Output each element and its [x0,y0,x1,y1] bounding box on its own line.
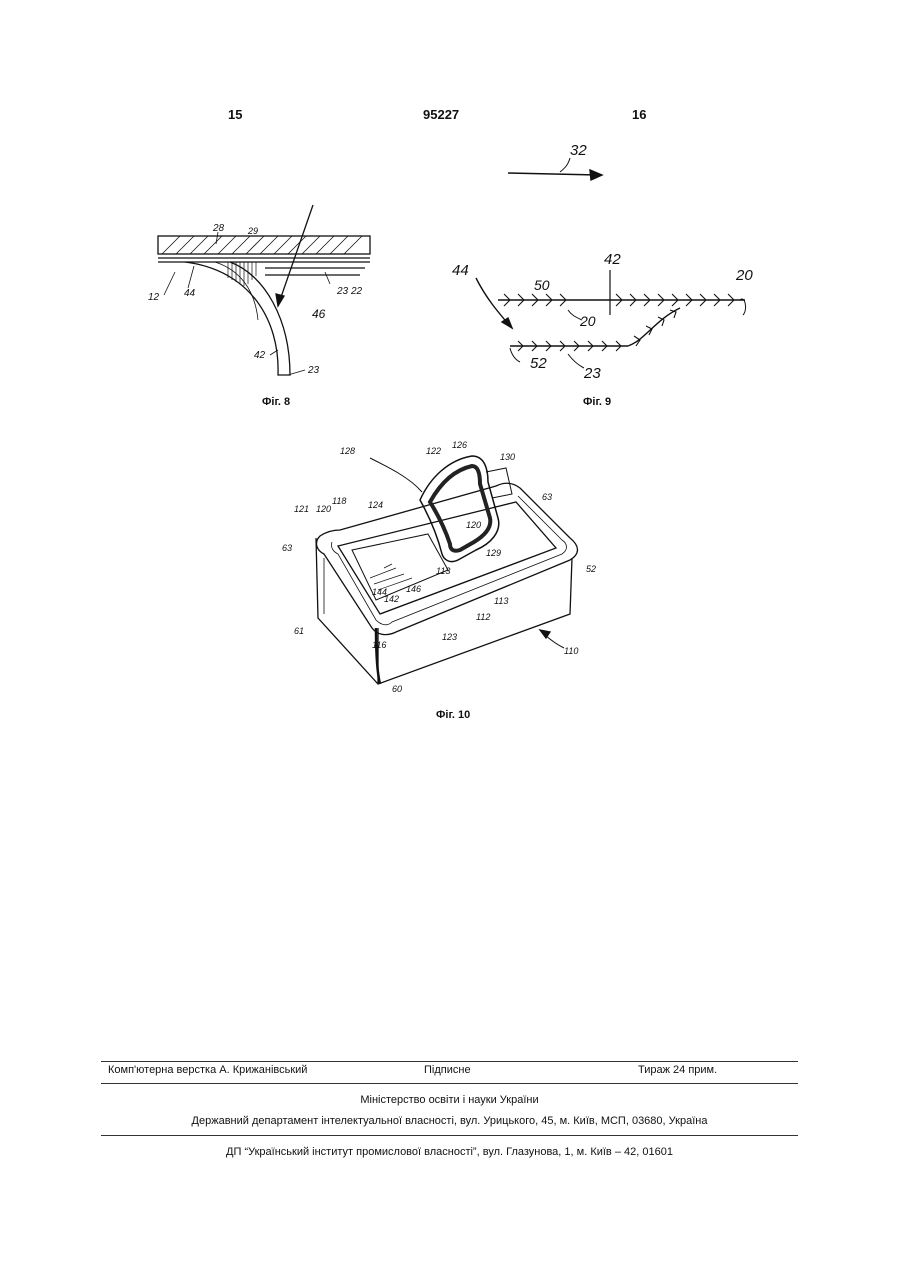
patent-number: 95227 [423,107,459,122]
fig10-label-63b: 63 [282,543,292,553]
page-number-left: 15 [228,107,242,122]
fig8-label-42: 42 [254,350,266,361]
fig10-label-122: 122 [426,446,441,456]
fig10-label-128: 128 [340,446,355,456]
fig8-label-29: 29 [247,226,258,236]
fig10-label-113b: 113 [494,596,508,606]
figure-8-caption: Фіг. 8 [262,396,290,408]
fig10-label-120a: 120 [316,504,331,514]
footer-circulation: Тираж 24 прим. [638,1064,717,1076]
fig10-label-112: 112 [476,612,490,622]
footer-signed: Підписне [424,1064,471,1076]
fig10-label-118: 118 [332,496,346,506]
fig10-label-120b: 120 [466,520,481,530]
fig8-label-22: 22 [350,286,363,297]
footer-rule-top [101,1061,798,1062]
fig8-label-12: 12 [148,292,160,303]
fig10-label-129: 129 [486,548,501,558]
page-number-right: 16 [632,107,646,122]
fig8-label-23b: 23 [307,365,320,376]
fig10-label-146: 146 [406,584,421,594]
footer-rule-bottom [101,1135,798,1136]
fig10-label-142: 142 [384,594,399,604]
fig10-label-113a: 113 [436,566,450,576]
fig10-label-124: 124 [368,500,383,510]
figure-10-caption: Фіг. 10 [436,709,470,721]
fig9-label-32: 32 [570,142,587,159]
fig9-label-44: 44 [452,262,469,279]
footer-typesetter: Комп'ютерна верстка А. Крижанівський [108,1064,307,1076]
fig10-label-126: 126 [452,440,467,450]
fig8-label-28: 28 [212,223,225,234]
fig9-label-23: 23 [583,365,601,380]
fig10-label-110: 110 [564,646,578,656]
footer-rule-middle [101,1083,798,1084]
fig9-label-20a: 20 [735,267,753,284]
figure-9-drawing: 32 44 50 42 20 20 52 23 [440,130,770,380]
fig9-label-50: 50 [534,277,550,293]
fig9-label-42: 42 [604,251,621,268]
figure-9-caption: Фіг. 9 [583,396,611,408]
figure-8-drawing: 28 29 12 44 23 22 46 42 23 [130,200,390,390]
fig8-label-23a: 23 [336,286,349,297]
fig10-label-52: 52 [586,564,596,574]
fig10-label-60: 60 [392,684,402,694]
fig10-label-63a: 63 [542,492,552,502]
footer-ministry: Міністерство освіти і науки України [101,1094,798,1106]
fig10-label-123: 123 [442,632,457,642]
fig10-label-130: 130 [500,452,515,462]
fig10-label-61: 61 [294,626,304,636]
fig10-label-121: 121 [294,504,309,514]
fig9-label-52: 52 [530,355,547,372]
footer-institute: ДП “Український інститут промислової вла… [101,1146,798,1158]
fig8-label-46: 46 [312,307,326,321]
footer-department: Державний департамент інтелектуальної вл… [101,1115,798,1127]
fig10-label-116: 116 [372,640,386,650]
fig9-label-20b: 20 [579,313,596,329]
figure-10-drawing: 128 122 126 130 63 121 120 118 124 63 12… [280,438,600,700]
fig8-label-44: 44 [184,288,196,299]
